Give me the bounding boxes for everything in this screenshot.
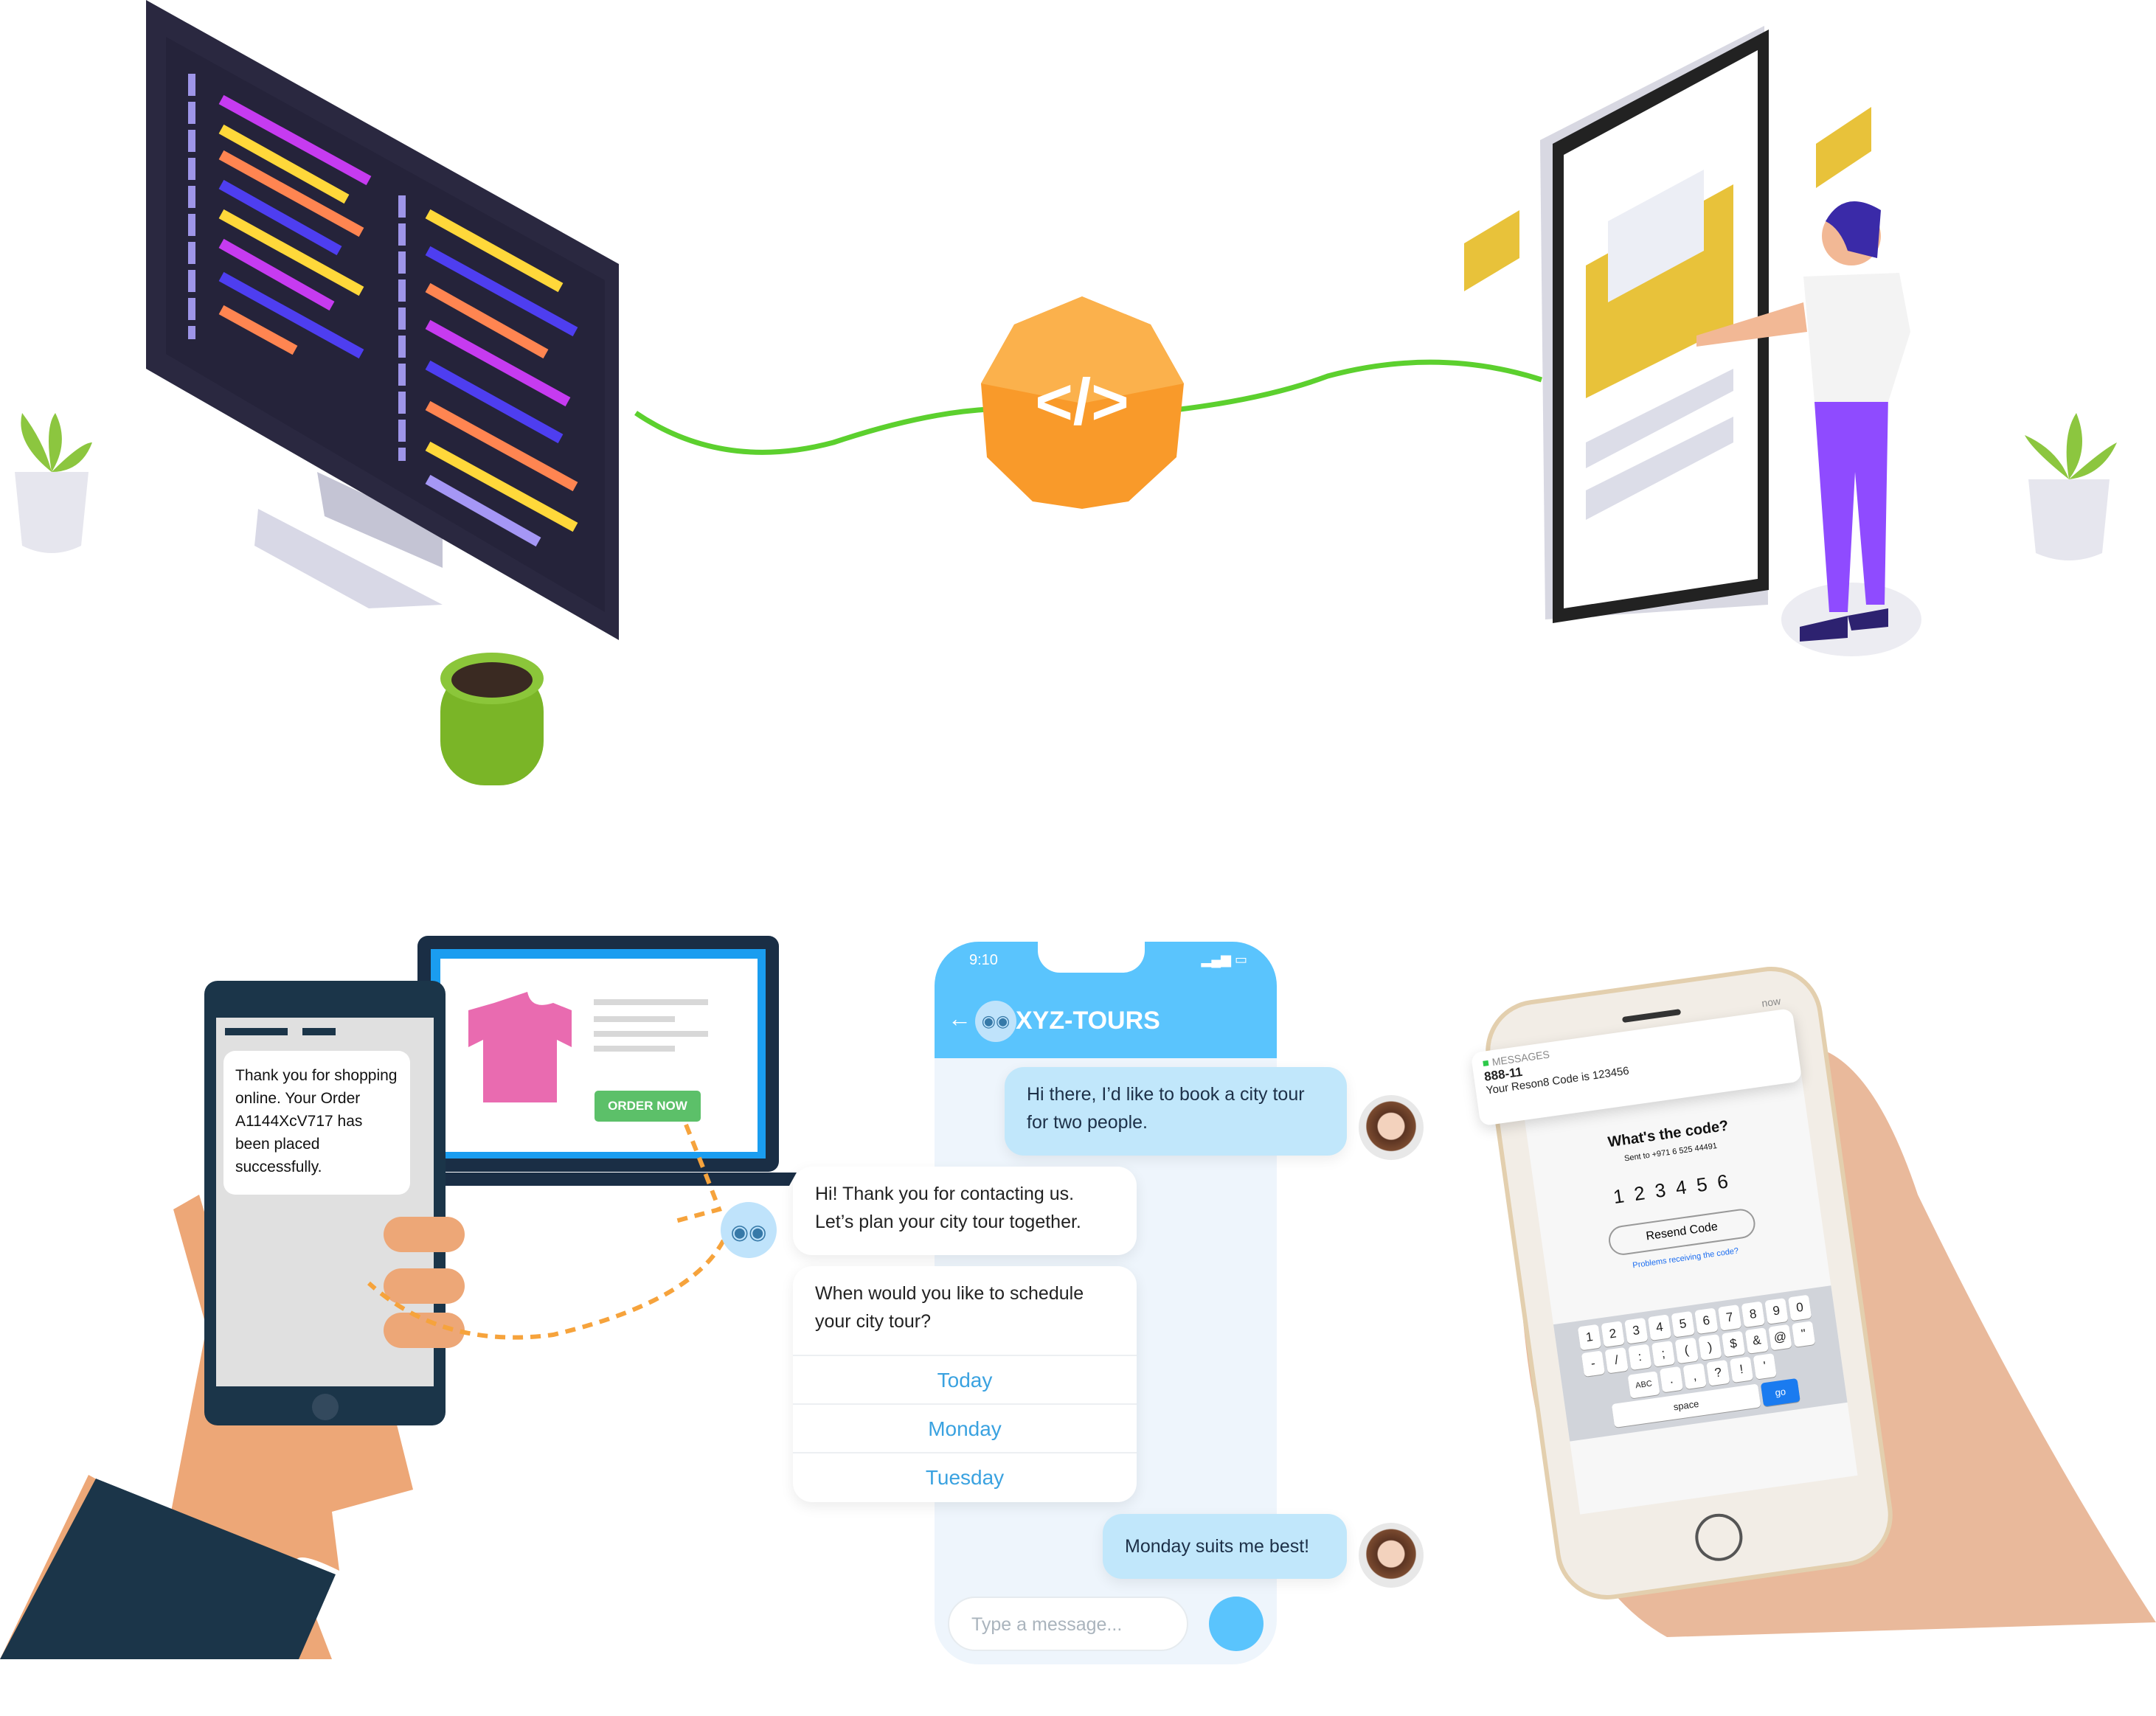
svg-text:◉◉: ◉◉ (731, 1220, 767, 1243)
key-go[interactable]: go (1760, 1378, 1800, 1407)
chat-title: XYZ-TOURS (1016, 1007, 1160, 1035)
chat-phone: 9:10 ▂▄▆ ▭ ← ◉◉ XYZ-TOURS Hi there, I’d … (793, 942, 1424, 1664)
tshirt-icon (468, 992, 572, 1102)
keyboard-key[interactable]: 2 (1601, 1321, 1625, 1347)
code-badge-icon (981, 296, 1184, 509)
keyboard-key[interactable]: ( (1674, 1337, 1699, 1364)
option-today[interactable]: Today (793, 1355, 1137, 1403)
keyboard-key[interactable]: ? (1706, 1359, 1730, 1386)
keyboard-key[interactable]: @ (1768, 1324, 1792, 1351)
plant-left-icon (15, 413, 92, 553)
keyboard-key[interactable]: 4 (1647, 1314, 1672, 1341)
user-reply: Monday suits me best! (1103, 1514, 1347, 1579)
bot-message: Hi! Thank you for contacting us. Let’s p… (793, 1167, 1137, 1255)
keyboard-key[interactable]: 6 (1694, 1307, 1719, 1335)
flow-arrow (367, 1123, 732, 1340)
person-icon (1696, 201, 1921, 656)
keyboard-key[interactable]: ! (1729, 1356, 1754, 1383)
sleeve-icon (0, 1479, 336, 1659)
messages-app-icon: ■ (1481, 1056, 1491, 1071)
sms-message: Thank you for shopping online. Your Orde… (223, 1051, 410, 1195)
keyboard-key[interactable]: $ (1721, 1330, 1746, 1358)
option-monday[interactable]: Monday (793, 1403, 1137, 1452)
keyboard-key[interactable]: 9 (1764, 1298, 1789, 1324)
order-now-button[interactable]: ORDER NOW (595, 1091, 701, 1122)
key-abc[interactable]: ABC (1627, 1371, 1660, 1399)
keyboard-key[interactable]: ) (1698, 1334, 1722, 1361)
status-time: 9:10 (969, 952, 998, 968)
phone-notch (1038, 942, 1145, 973)
plant-right-icon (2025, 413, 2117, 560)
option-tuesday[interactable]: Tuesday (793, 1452, 1137, 1501)
coffee-mug-icon (440, 653, 544, 785)
keyboard-key[interactable]: , (1682, 1363, 1707, 1389)
keyboard-key[interactable]: : (1628, 1344, 1652, 1371)
keyboard-key[interactable]: . (1659, 1366, 1684, 1393)
monitor-icon (146, 0, 619, 640)
bot-question: When would you like to schedule your cit… (815, 1283, 1084, 1332)
user-avatar (1359, 1523, 1424, 1588)
code-badge-text: </> (1035, 365, 1129, 438)
keyboard-key[interactable]: 3 (1624, 1317, 1649, 1344)
back-arrow-icon[interactable]: ← (948, 1005, 971, 1032)
keyboard-key[interactable]: / (1604, 1347, 1629, 1374)
connector-line (634, 359, 1543, 455)
keyboard-key[interactable]: " (1792, 1321, 1816, 1347)
keyboard-key[interactable]: ' (1753, 1353, 1777, 1380)
keyboard-key[interactable]: 1 (1577, 1324, 1602, 1351)
tablet-icon (1464, 26, 1871, 623)
bot-icon (721, 1202, 777, 1258)
keyboard-key[interactable]: ; (1651, 1341, 1676, 1367)
keyboard-key[interactable]: 7 (1717, 1305, 1742, 1331)
keyboard-key[interactable]: 0 (1788, 1294, 1812, 1321)
keyboard-key[interactable]: 8 (1741, 1301, 1765, 1328)
keyboard-key[interactable]: - (1581, 1350, 1606, 1377)
laptop-icon (398, 936, 797, 1186)
send-button[interactable] (1209, 1597, 1264, 1651)
user-message: Hi there, I’d like to book a city tour f… (1005, 1067, 1347, 1156)
bot-avatar-icon: ◉◉ (975, 1001, 1016, 1042)
keyboard-key[interactable]: & (1744, 1327, 1769, 1354)
user-avatar (1359, 1095, 1424, 1160)
keyboard-key[interactable]: 5 (1671, 1310, 1695, 1338)
bot-question-card: When would you like to schedule your cit… (793, 1266, 1137, 1502)
chat-header: 9:10 ▂▄▆ ▭ ← ◉◉ XYZ-TOURS (935, 942, 1277, 1058)
message-input[interactable]: Type a message... (948, 1597, 1188, 1651)
battery-icon: ▂▄▆ ▭ (1201, 952, 1247, 967)
